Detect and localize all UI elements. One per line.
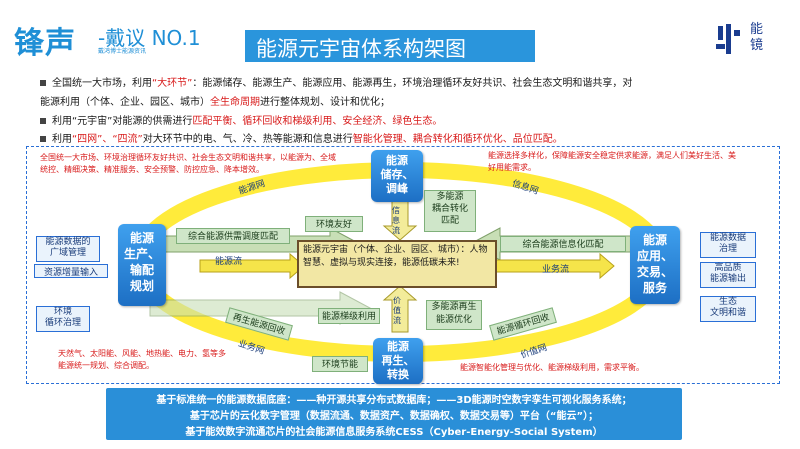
- node-production: 能源 生产、 输配 规划: [118, 224, 166, 306]
- note-top-right: 能源选择多样化，保障能源安全稳定供求能源，满足人们美好生活、美好用能需求。: [488, 151, 736, 172]
- label-value-flow: 价值流: [393, 296, 401, 325]
- brand-subtitle: -戴议 NO.1: [98, 26, 201, 50]
- bullet-1-cont: 能源利用（个体、企业、园区、城市）全生命周期进行整体规划、设计和优化；: [40, 97, 390, 108]
- box-energy-info-match: 综合能源信息化匹配: [500, 236, 626, 252]
- box-gradient: 能源梯级利用: [318, 308, 380, 324]
- label-energy-flow: 能源流: [215, 257, 243, 267]
- brand-title: 锋声: [14, 26, 76, 61]
- box-multi-regen: 多能源再生 能源优化: [426, 300, 482, 330]
- bullet-1: 全国统一大市场，利用“大环节”：能源储存、能源生产、能源应用、能源再生，环境治理…: [40, 74, 632, 89]
- box-eco-civil: 生态 文明和谐: [700, 296, 756, 322]
- box-reuse-input: 资源增量输入: [34, 264, 108, 278]
- box-env-friendly: 环境友好: [305, 216, 363, 232]
- footer-line-2: 基于芯片的云化数字管理（数据流通、数据资产、数据确权、数据交易等）平台（“能云”…: [189, 411, 599, 422]
- center-box: 能源元宇宙（个体、企业、园区、城市）：人物智慧、虚拟与现实连接，能源低碳未来!: [297, 240, 497, 288]
- box-coupling: 多能源 耦合转化 匹配: [424, 190, 476, 232]
- footer-line-1: 基于标准统一的能源数据底座：——种开源共享分布式数据库；——3D能源时空数字孪生…: [156, 395, 632, 406]
- page-title: 能源元宇宙体系构架图: [256, 37, 466, 61]
- bullet-2: 利用“元宇宙”对能源的供需进行匹配平衡、循环回收和梯级利用、安全经济、绿色生态。: [40, 112, 442, 127]
- note-bottom-right: 能源智能化管理与优化、能源梯级利用，需求平衡。: [460, 363, 644, 372]
- label-business-flow: 业务流: [542, 265, 570, 275]
- node-storage: 能源 储存、 调峰: [371, 150, 423, 202]
- box-env-energy: 环境节能: [312, 356, 368, 372]
- brand-tagline: 戴鸿博士能源资讯: [98, 48, 147, 55]
- bullet-3: 利用“四网”、“四流”对大环节中的电、气、冷、热等能源和信息进行智能化管理、耦合…: [40, 130, 563, 145]
- footer-line-3: 基于能效数字流通芯片的社会能源信息服务系统CESS（Cyber-Energy-S…: [185, 427, 603, 438]
- logo-icon: [716, 24, 740, 54]
- box-quality-output: 高品质 能源输出: [700, 262, 756, 288]
- box-multi-match: 综合能源供需调度匹配: [176, 228, 290, 244]
- box-governance: 能源数据的 广域管理: [36, 236, 100, 262]
- box-data-gov: 能源数据 治理: [700, 232, 756, 258]
- label-info-flow: 信息流: [392, 206, 400, 235]
- footer-box: 基于标准统一的能源数据底座：——种开源共享分布式数据库；——3D能源时空数字孪生…: [106, 388, 682, 440]
- node-regeneration: 能源 再生、 转换: [373, 338, 423, 384]
- title-bar: [245, 30, 535, 62]
- logo-text: 能镜: [750, 22, 764, 53]
- node-application: 能源 应用、 交易、 服务: [630, 226, 680, 304]
- box-cycle-gov: 环境 循环治理: [36, 306, 90, 332]
- note-bottom-left: 天然气、太阳能、风能、地热能、电力、氢等多能源统一规划、综合调配。: [58, 349, 226, 370]
- note-top-left: 全国统一大市场、环境治理循环友好共识、社会生态文明和谐共享，以能源为、全域统控、…: [40, 153, 336, 174]
